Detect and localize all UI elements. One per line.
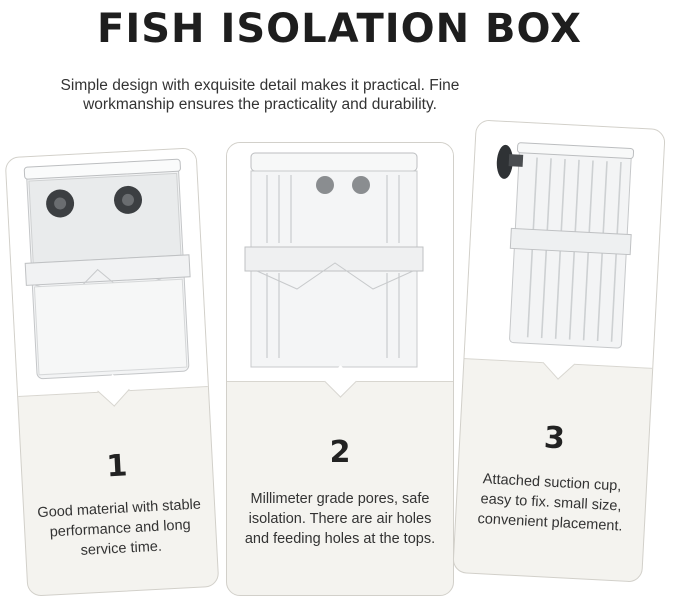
feature-description-1: Good material with stable performance an… bbox=[37, 496, 202, 559]
page-subtitle: Simple design with exquisite detail make… bbox=[60, 77, 460, 113]
feature-card-3: 3 Attached suction cup, easy to fix. sma… bbox=[452, 119, 666, 583]
feature-number-3: 3 bbox=[543, 420, 566, 457]
product-photo-side bbox=[464, 120, 665, 369]
feature-number-1: 1 bbox=[105, 448, 129, 485]
feature-description-3: Attached suction cup, easy to fix. small… bbox=[477, 471, 623, 535]
feature-card-1: 1 Good material with stable performance … bbox=[4, 147, 220, 597]
feature-description-2: Millimeter grade pores, safe isolation. … bbox=[244, 491, 436, 547]
feature-number-2: 2 bbox=[329, 435, 351, 470]
page-title: FISH ISOLATION BOX bbox=[97, 6, 582, 52]
product-photo-angled bbox=[227, 143, 453, 382]
feature-card-2: 2 Millimeter grade pores, safe isolation… bbox=[226, 142, 454, 596]
product-photo-front bbox=[5, 148, 208, 397]
